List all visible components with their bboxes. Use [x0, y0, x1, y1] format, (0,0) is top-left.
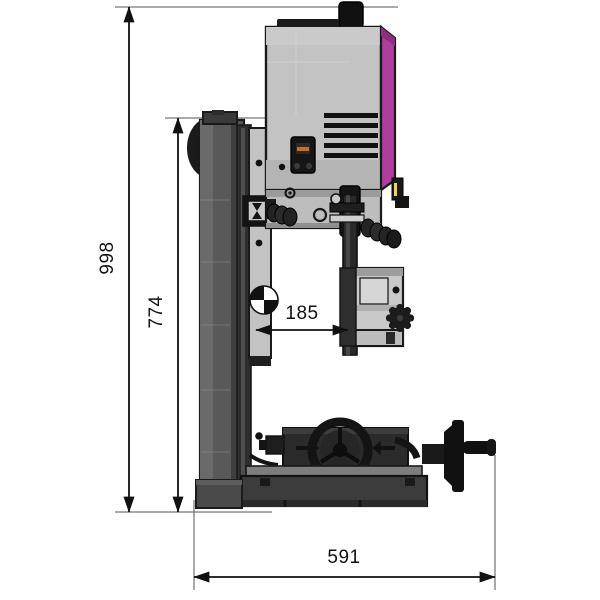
head-top-bar — [277, 19, 339, 28]
left-feed-handle — [266, 199, 298, 227]
dimension-overall-depth: 591 — [193, 547, 496, 583]
magenta-side-panel — [379, 24, 397, 193]
dimension-column-height: 774 — [146, 117, 184, 513]
dimension-spindle-to-column: 185 — [255, 303, 349, 336]
fine-feed-handle — [360, 218, 402, 249]
spindle-nose — [339, 266, 414, 348]
machine-assembly — [187, 1, 496, 509]
motor-cap — [338, 1, 364, 29]
dimension-label-185: 185 — [285, 303, 318, 324]
machine-base — [195, 420, 496, 509]
quadrant-circle-icon — [249, 285, 279, 315]
vent-slats — [324, 113, 378, 158]
dimension-label-998: 998 — [97, 241, 118, 274]
quill-assembly — [329, 185, 414, 356]
clamp-knob — [386, 304, 414, 332]
cross-slide — [248, 417, 421, 483]
cable — [248, 453, 279, 467]
dimension-label-774: 774 — [146, 295, 167, 328]
crank-handle — [422, 420, 496, 492]
dimension-label-591: 591 — [327, 547, 360, 568]
control-panel — [290, 136, 316, 174]
handwheel — [307, 417, 373, 483]
dimension-overall-height: 998 — [97, 6, 135, 513]
column — [187, 110, 252, 507]
